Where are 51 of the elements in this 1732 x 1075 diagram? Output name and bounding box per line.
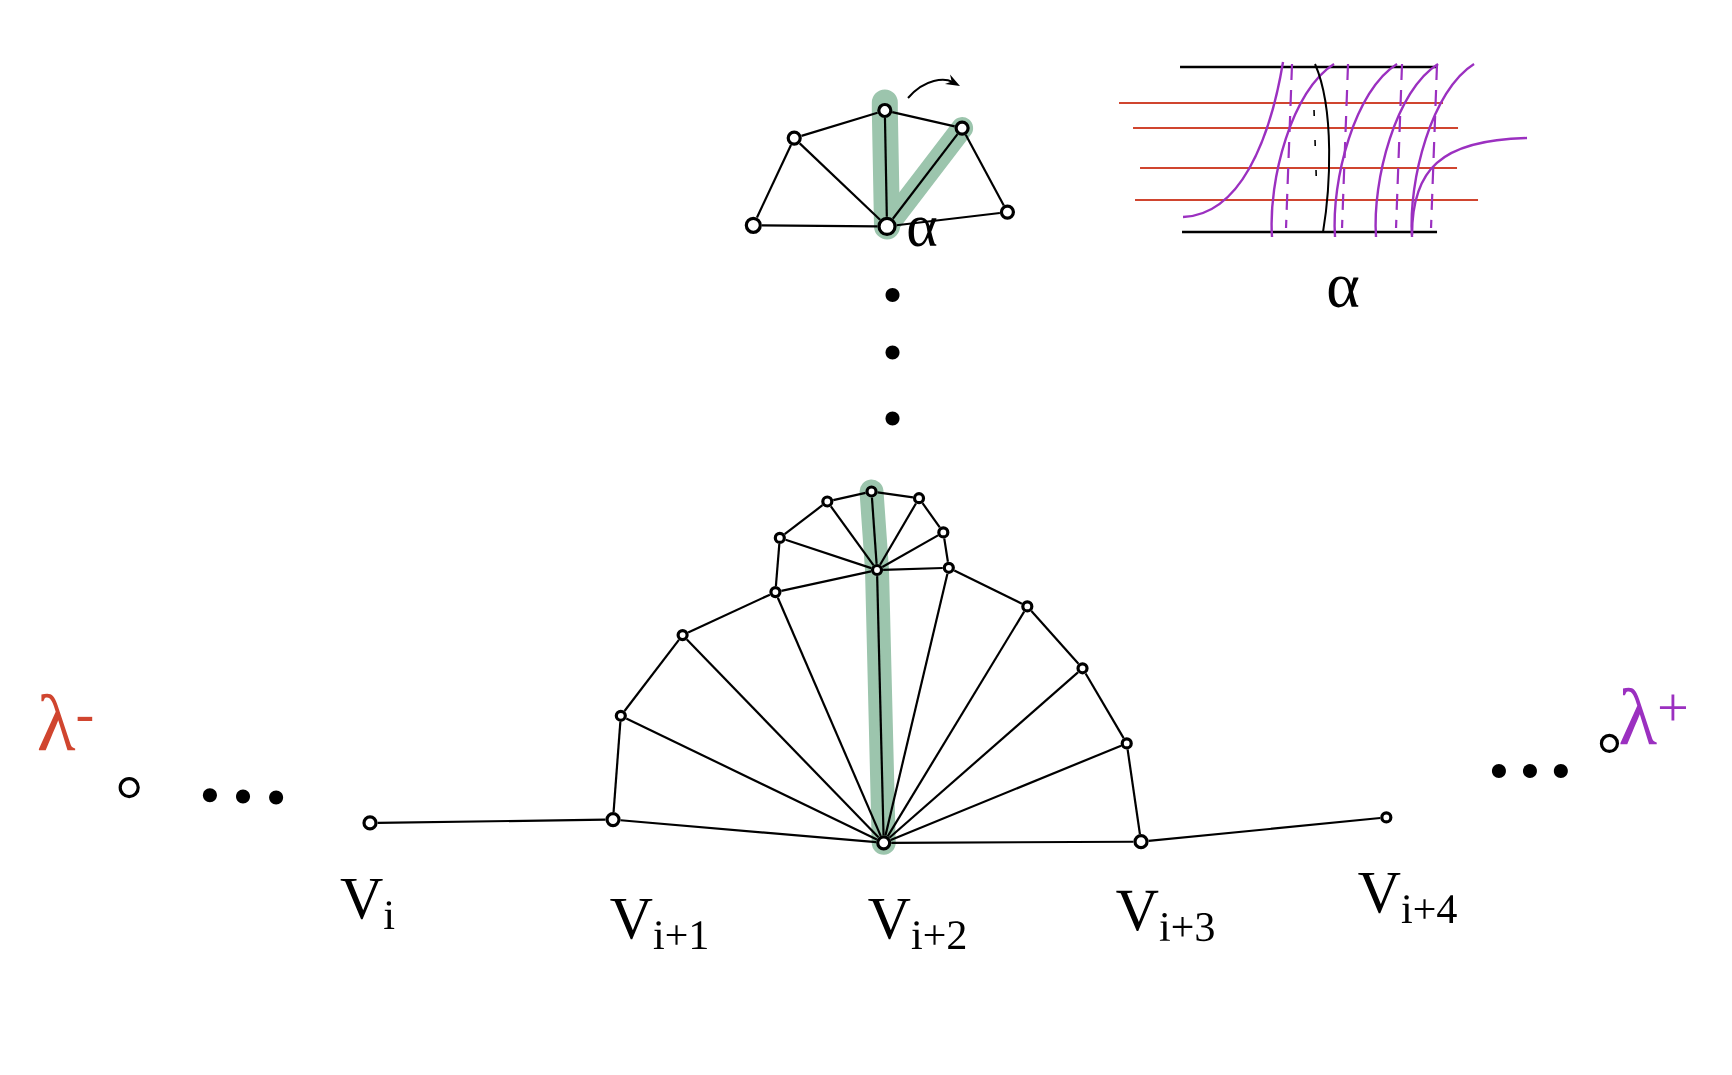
graph-edge bbox=[884, 573, 949, 836]
graph-edge bbox=[1148, 816, 1381, 843]
graph-edge bbox=[890, 744, 1122, 841]
graph-edge bbox=[886, 611, 1026, 837]
graph-edge bbox=[881, 534, 939, 568]
graph-edge bbox=[687, 593, 771, 634]
vertex-dot bbox=[744, 216, 762, 234]
graph-edge bbox=[953, 569, 1023, 605]
angle-label: α bbox=[1328, 276, 1359, 308]
graph-edge bbox=[625, 717, 878, 841]
graph-edge bbox=[686, 638, 880, 839]
vertex-label: λ$^{+}$ bbox=[1620, 687, 1686, 745]
vertex-label: V$_{i+3}$ bbox=[1116, 890, 1214, 942]
vertex-label: V$_{i}$ bbox=[340, 879, 395, 929]
graph-edge bbox=[833, 491, 866, 502]
graph-edge bbox=[761, 224, 878, 228]
graph-edge bbox=[755, 144, 792, 218]
graph-edge bbox=[830, 505, 875, 566]
graph-edge bbox=[876, 576, 885, 836]
graph-edge bbox=[943, 538, 949, 562]
graph-edge bbox=[891, 840, 1134, 844]
graph-edge bbox=[781, 570, 872, 592]
graph-edge bbox=[798, 142, 881, 221]
graph-edge bbox=[623, 639, 680, 712]
vertex-label: V$_{i+2}$ bbox=[868, 899, 966, 949]
graph-edge bbox=[1084, 673, 1125, 739]
graph-edge bbox=[879, 502, 917, 566]
graph-edge bbox=[620, 819, 877, 844]
graph-edge bbox=[612, 721, 622, 813]
graph-edge bbox=[877, 491, 914, 499]
graph-edge bbox=[774, 543, 781, 587]
graph-edge bbox=[377, 818, 606, 824]
vertex-label: V$_{i+1}$ bbox=[610, 899, 707, 949]
graph-edge bbox=[896, 211, 1000, 227]
graph-edge bbox=[870, 497, 878, 564]
graph-edge bbox=[892, 111, 955, 128]
graph-edge bbox=[883, 118, 888, 217]
graph-edge bbox=[785, 538, 872, 570]
graph-edge bbox=[888, 671, 1079, 839]
graph-edge bbox=[801, 111, 878, 137]
graph-edge bbox=[964, 134, 1005, 206]
graph-edge bbox=[784, 504, 824, 536]
vertex-label: V$_{i+4}$ bbox=[1358, 873, 1457, 923]
graph-edge bbox=[776, 597, 882, 837]
graph-edge bbox=[1126, 749, 1141, 835]
graph-edge bbox=[921, 502, 941, 529]
graph-edge bbox=[891, 133, 959, 220]
vertex-label: α bbox=[908, 217, 937, 247]
graph-edge bbox=[1030, 610, 1080, 665]
graph-edge bbox=[883, 566, 943, 571]
vertex-label: λ$^{-}$ bbox=[38, 693, 93, 751]
